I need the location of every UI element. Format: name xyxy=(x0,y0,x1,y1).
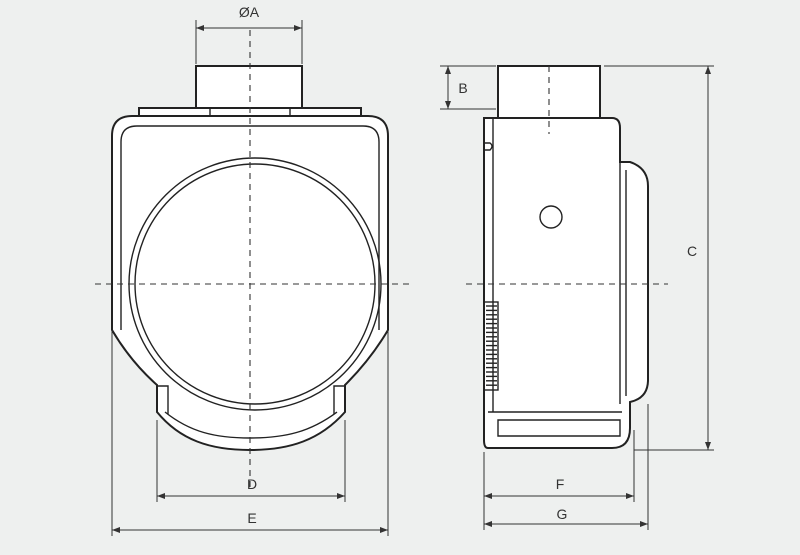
side-latch xyxy=(484,142,493,151)
label-diameter-a: ØA xyxy=(239,4,260,20)
front-bottom-notch-left xyxy=(157,385,169,414)
front-housing-inner xyxy=(120,125,380,330)
dimension-labels: ØA B C D E F G xyxy=(239,4,697,526)
vent-grille-frame xyxy=(483,301,499,391)
front-spigot xyxy=(195,65,303,111)
side-cover-panel xyxy=(619,162,627,404)
front-bottom-notch-right xyxy=(333,385,345,414)
label-c: C xyxy=(687,243,697,259)
side-housing xyxy=(483,117,649,449)
label-e: E xyxy=(247,510,256,526)
label-f: F xyxy=(556,476,565,492)
label-g: G xyxy=(557,506,568,522)
side-vent-grille xyxy=(483,301,499,391)
side-view xyxy=(466,65,668,449)
label-b: B xyxy=(458,80,467,96)
side-knob xyxy=(539,205,563,229)
label-d: D xyxy=(247,476,257,492)
front-view xyxy=(95,30,412,488)
dimension-lines xyxy=(111,20,714,536)
side-base-rail xyxy=(488,411,622,437)
